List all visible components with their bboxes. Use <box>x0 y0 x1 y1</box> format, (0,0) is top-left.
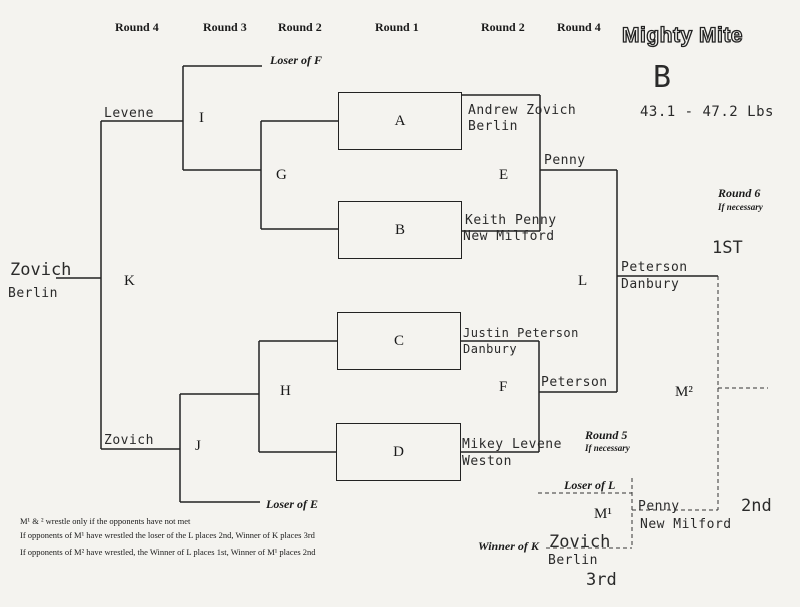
node-h: H <box>280 383 291 399</box>
round6-label: Round 6 <box>718 186 761 200</box>
hw-b-team: New Milford <box>463 229 555 244</box>
node-e: E <box>499 167 509 183</box>
bracket-letter: B <box>653 60 672 95</box>
node-k: K <box>124 273 135 289</box>
hw-d-team: Weston <box>462 454 512 469</box>
hw-m1-team: New Milford <box>640 517 732 532</box>
match-a-label: A <box>394 112 406 129</box>
match-d-label: D <box>393 443 404 460</box>
round6-sub: If necessary <box>718 202 763 212</box>
loser-of-l-label: Loser of L <box>564 478 616 492</box>
hw-second-place: 2nd <box>741 496 772 516</box>
hw-levene: Levene <box>104 106 154 121</box>
round4-left-header: Round 4 <box>115 20 159 34</box>
hw-c-name: Justin Peterson <box>463 326 579 340</box>
hw-a-team: Berlin <box>468 119 518 134</box>
hw-d-name: Mikey Levene <box>462 437 562 452</box>
weight-class: 43.1 - 47.2 Lbs <box>640 104 774 120</box>
hw-third-place: 3rd <box>586 570 617 590</box>
winner-of-k-label: Winner of K <box>478 539 539 553</box>
note-line-3: If opponents of M² have wrestled, the Wi… <box>20 547 316 557</box>
round1-header: Round 1 <box>375 20 419 34</box>
node-j: J <box>195 438 201 454</box>
node-i: I <box>199 110 204 126</box>
node-l: L <box>578 273 588 289</box>
match-box-d: D <box>336 423 461 481</box>
hw-b-name: Keith Penny <box>465 213 557 228</box>
node-m1: M¹ <box>594 506 612 522</box>
hw-l-name: Peterson <box>621 260 688 275</box>
hw-a-name: Andrew Zovich <box>468 103 577 118</box>
loser-of-f-label: Loser of F <box>270 53 322 67</box>
hw-first-place: 1ST <box>712 238 743 258</box>
hw-champion-name: Zovich <box>10 260 72 280</box>
round5-sub: If necessary <box>585 443 630 453</box>
node-g: G <box>276 167 287 183</box>
hw-wk-team: Berlin <box>548 553 598 568</box>
hw-m1-name: Penny <box>638 499 680 514</box>
note-line-1: M¹ & ² wrestle only if the opponents hav… <box>20 516 191 526</box>
match-box-c: C <box>337 312 461 370</box>
match-c-label: C <box>393 332 404 349</box>
hw-f-winner: Peterson <box>541 375 608 390</box>
hw-champion-team: Berlin <box>8 286 58 301</box>
mighty-mite-logo: Mighty Mite <box>621 23 743 47</box>
match-b-label: B <box>394 221 405 238</box>
hw-wk-name: Zovich <box>549 532 611 552</box>
node-f: F <box>499 379 508 395</box>
round4-right-header: Round 4 <box>557 20 601 34</box>
note-line-2: If opponents of M¹ have wrestled the los… <box>20 530 315 540</box>
round3-header: Round 3 <box>203 20 247 34</box>
hw-zovich-j: Zovich <box>104 433 154 448</box>
match-box-b: B <box>338 201 462 259</box>
hw-l-team: Danbury <box>621 277 680 292</box>
round2-left-header: Round 2 <box>278 20 322 34</box>
hw-e-winner: Penny <box>544 153 586 168</box>
round5-label: Round 5 <box>585 428 628 442</box>
node-m2: M² <box>675 384 693 400</box>
loser-of-e-label: Loser of E <box>266 497 318 511</box>
match-box-a: A <box>338 92 462 150</box>
hw-c-team: Danbury <box>463 342 518 356</box>
round2-right-header: Round 2 <box>481 20 525 34</box>
